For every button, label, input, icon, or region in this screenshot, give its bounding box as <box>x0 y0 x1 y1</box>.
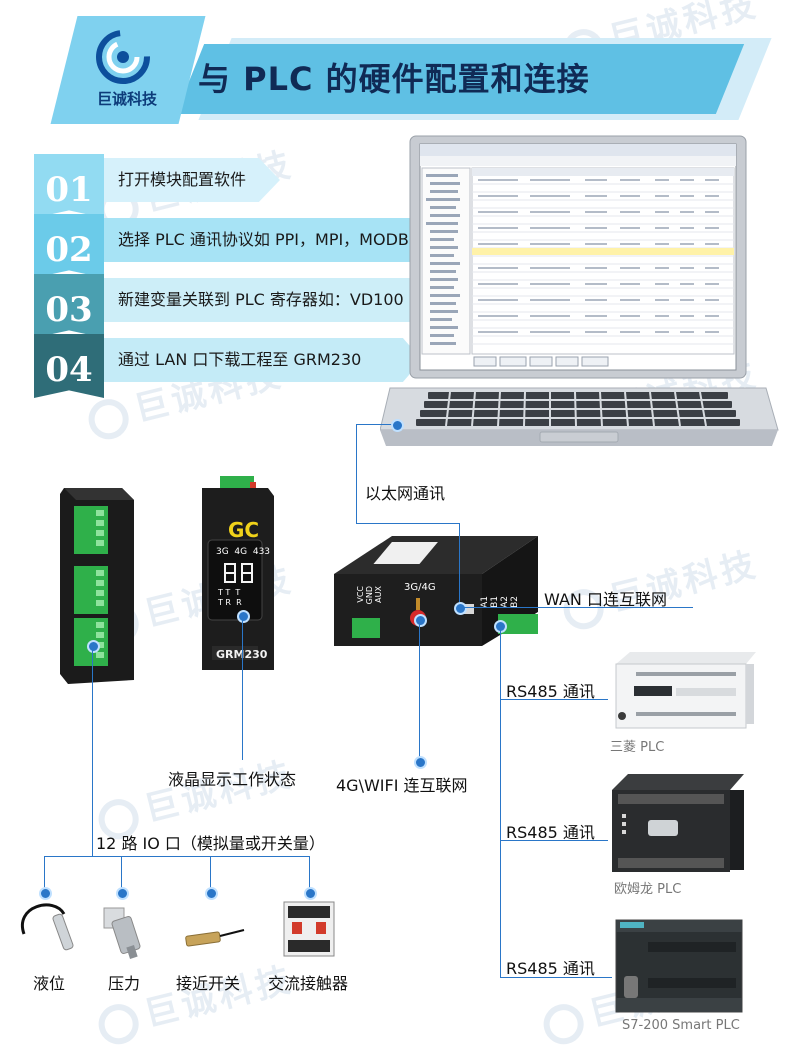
watermark: 巨诚科技 <box>557 537 763 633</box>
sensor-label-contactor: 交流接触器 <box>268 974 349 993</box>
step-3-number: 03 <box>45 290 93 330</box>
device-indicator-row: T T T <box>218 588 241 597</box>
label-ethernet: 以太网通讯 <box>365 484 446 503</box>
watermark: 巨诚科技 <box>92 747 298 843</box>
device-indicator-row-2: T R R <box>218 598 242 607</box>
label-rs485-2: RS485 通讯 <box>506 823 595 842</box>
plc-label-mitsubishi: 三菱 PLC <box>610 740 665 755</box>
grm230-front-module <box>202 476 274 670</box>
plc-label-omron: 欧姆龙 PLC <box>614 882 682 897</box>
sensor-label-proximity: 接近开关 <box>176 974 241 993</box>
siemens-plc <box>615 919 743 1013</box>
device-indicators: 3G 4G 433 <box>216 547 271 557</box>
laptop-illustration <box>380 135 779 446</box>
connector-dot-proximity <box>205 887 218 900</box>
step-2-number: 02 <box>45 230 93 270</box>
step-1-badge <box>34 154 104 218</box>
step-1-text: 打开模块配置软件 <box>104 158 280 202</box>
device-model: GRM230 <box>216 648 267 661</box>
label-wan: WAN 口连互联网 <box>544 590 667 609</box>
connector-dot-laptop <box>391 419 404 432</box>
label-4g-wifi: 4G\WIFI 连互联网 <box>336 776 468 795</box>
connector-dot-contactor <box>304 887 317 900</box>
step-3-text: 新建变量关联到 PLC 寄存器如：VD100 <box>104 278 466 322</box>
segment-display-icon <box>224 563 253 583</box>
connector-dot-pressure <box>116 887 129 900</box>
io-module-side <box>60 488 134 684</box>
brand-name: 巨诚科技 <box>96 90 157 108</box>
ac-contactor <box>283 901 335 957</box>
label-io: 12 路 IO 口（模拟量或开关量） <box>96 834 325 853</box>
brand-logo-icon <box>96 30 150 84</box>
connector-dot-io <box>87 640 100 653</box>
device-brand: GC <box>228 518 260 542</box>
power-pin-vcc: VCC <box>356 586 365 603</box>
plc-label-siemens: S7-200 Smart PLC <box>622 1018 740 1033</box>
level-sensor <box>20 903 74 951</box>
label-rs485-1: RS485 通讯 <box>506 682 595 701</box>
step-4-number: 04 <box>45 350 93 390</box>
connector-dot-lcd <box>237 610 250 623</box>
omron-plc <box>612 774 744 872</box>
step-1-number: 01 <box>45 170 93 210</box>
step-3-badge <box>34 274 104 338</box>
page-title: 与 PLC 的硬件配置和连接 <box>198 60 590 98</box>
connector-dot-gateway-lan <box>454 602 467 615</box>
power-pin-aux: AUX <box>374 586 383 603</box>
proximity-switch <box>185 929 245 947</box>
label-rs485-3: RS485 通讯 <box>506 959 595 978</box>
pressure-sensor <box>103 907 141 959</box>
step-4-badge <box>34 334 104 398</box>
connector-dot-antenna <box>414 614 427 627</box>
watermark: 巨诚科技 <box>92 952 298 1048</box>
sensor-label-pressure: 压力 <box>108 974 141 993</box>
sensor-label-level: 液位 <box>33 974 66 993</box>
step-2-badge <box>34 214 104 278</box>
mitsubishi-plc <box>615 652 756 729</box>
power-pin-gnd: GND <box>365 586 374 605</box>
antenna-label: 3G/4G <box>404 582 436 593</box>
connector-dot-level <box>39 887 52 900</box>
connector-dot-4g <box>414 756 427 769</box>
label-lcd: 液晶显示工作状态 <box>168 770 297 789</box>
step-4-text: 通过 LAN 口下载工程至 GRM230 <box>104 338 422 382</box>
